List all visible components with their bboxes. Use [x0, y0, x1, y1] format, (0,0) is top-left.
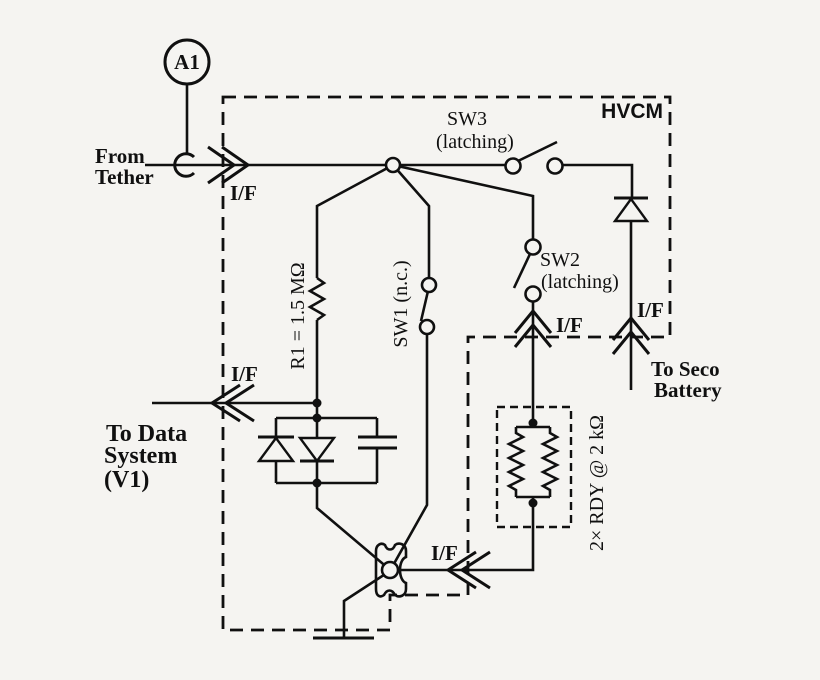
junction-dot: [528, 498, 538, 508]
battery-interface-chevron-icon: [611, 315, 651, 355]
resistor-r1: [307, 276, 327, 322]
sw1-contact-top: [420, 276, 438, 294]
wire-sw2-branch: [392, 163, 535, 247]
sw1-lever: [419, 290, 430, 322]
sw3-contact-left: [504, 157, 522, 175]
clamp-network: [256, 416, 397, 485]
sw1-name-label: SW1 (n.c.): [390, 260, 412, 347]
sw2-interface-label: I/F: [556, 313, 583, 337]
module-title: HVCM: [601, 100, 663, 123]
sw2-contact-bottom: [524, 285, 542, 303]
ammeter-label: A1: [174, 50, 200, 74]
interface-chevrons: [207, 145, 651, 590]
wire-rdy-to-grommet: [392, 503, 535, 572]
sw3-mode-label: (latching): [436, 131, 514, 153]
battery-diode-icon: [612, 196, 650, 223]
wire-grommet-to-ground: [342, 569, 391, 638]
sw1-contact-bottom: [418, 318, 436, 336]
sw2-interface-chevron-icon: [513, 308, 553, 348]
rdy-value-label: 2× RDY @ 2 kΩ: [586, 415, 608, 551]
sw2-contact-top: [524, 238, 542, 256]
data-interface-chevron-icon: [209, 383, 255, 423]
battery-diode: [612, 196, 650, 223]
diode-down-icon: [297, 436, 337, 464]
battery-interface-label: I/F: [637, 298, 664, 322]
rdy-resistor-right-zigzag: [540, 427, 560, 497]
to-seco-battery-label-line1: To Seco: [651, 357, 720, 381]
main-bus-node: [384, 156, 402, 174]
capacitor-icon: [358, 435, 397, 450]
diode-up-icon: [256, 435, 296, 463]
wire-sw1-to-grommet: [389, 330, 429, 570]
junction-dot: [312, 413, 322, 423]
data-interface-label: I/F: [231, 362, 258, 386]
grommet-interface-label: I/F: [431, 541, 458, 565]
sw2-name-label: SW2: [540, 249, 580, 271]
rdy-enclosure: [495, 405, 573, 529]
ammeter-a1: A1: [163, 38, 211, 178]
to-data-system-label-line2: System: [104, 443, 177, 469]
switch-sw1: [418, 276, 438, 336]
from-tether-label-line2: Tether: [95, 165, 154, 189]
hvcm-boundary: [221, 95, 672, 632]
current-probe-hook-icon: [173, 152, 196, 178]
tether-interface-label: I/F: [230, 181, 257, 205]
wire-sw1-branch: [392, 164, 431, 285]
ammeter-circle: [163, 38, 211, 86]
junction-dot: [528, 418, 538, 428]
to-data-system-label-line1: To Data: [106, 421, 187, 447]
from-tether-label-line1: From: [95, 144, 145, 168]
switch-sw2: [512, 238, 542, 303]
to-data-system-label-line3: (V1): [104, 467, 149, 493]
rdy-resistor-left-zigzag: [506, 427, 526, 497]
resistor-r1-zigzag: [307, 276, 327, 322]
switch-sw3: [504, 140, 564, 175]
wire-sw3-to-diode: [555, 163, 634, 198]
wire-r1-branch: [315, 163, 394, 278]
grommet-node: [380, 560, 400, 580]
sw3-name-label: SW3: [447, 108, 487, 130]
grommet-outline: [374, 542, 408, 598]
sw2-mode-label: (latching): [541, 271, 619, 293]
sw3-contact-right: [546, 157, 564, 175]
sw2-lever: [512, 253, 532, 289]
grommet-interface-chevron-icon: [445, 550, 491, 590]
sw3-lever: [517, 140, 558, 163]
wires: [145, 84, 634, 638]
r1-value-label: R1 = 1.5 MΩ: [287, 262, 309, 369]
cable-grommet: [374, 542, 408, 598]
to-seco-battery-label-line2: Battery: [654, 378, 722, 402]
junction-dot: [312, 478, 322, 488]
wire-network-to-grommet: [315, 483, 390, 570]
junction-dot: [312, 398, 322, 408]
tether-interface-chevron-icon: [207, 145, 251, 185]
